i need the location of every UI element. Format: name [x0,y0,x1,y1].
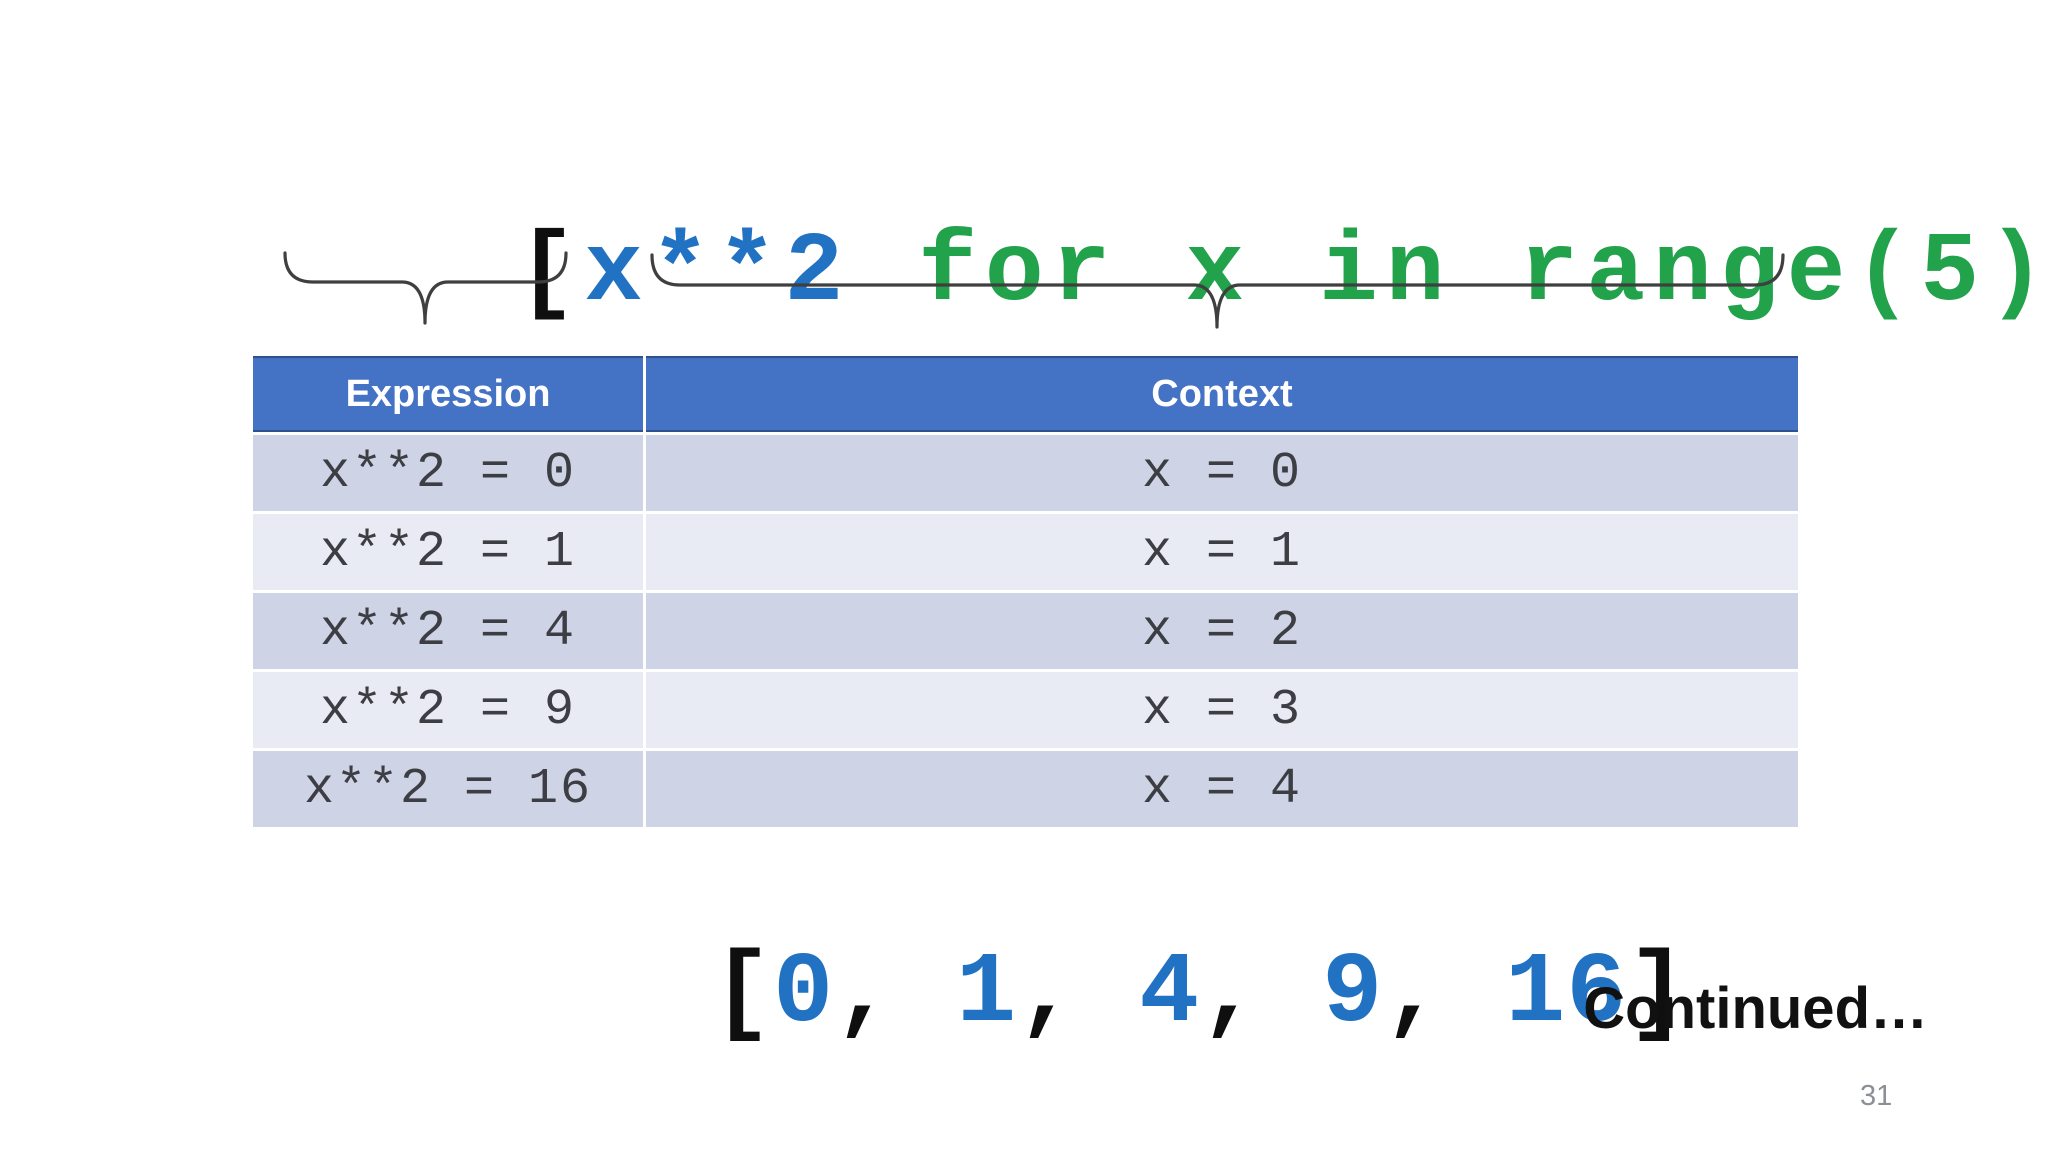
table-header-expression: Expression [253,356,643,432]
result-separator: , [1017,938,1140,1051]
result-value: 16 [1505,938,1628,1051]
table-cell-expression: x**2 = 4 [253,593,643,669]
expression-context-table: Expression Context x**2 = 0 x = 0 x**2 =… [253,356,1798,827]
code-expression: x**2 [584,217,852,329]
table-cell-expression: x**2 = 9 [253,672,643,748]
page-number: 31 [1860,1080,1893,1112]
underbrace-expression-icon [283,251,568,325]
table-cell-context: x = 1 [646,514,1798,590]
result-value: 1 [956,938,1018,1051]
result-close-bracket: ] [1627,938,1689,1051]
table-cell-expression: x**2 = 0 [253,435,643,511]
underbrace-context-icon [650,253,1785,329]
table-cell-context: x = 3 [646,672,1798,748]
table-cell-expression: x**2 = 16 [253,751,643,827]
table-cell-expression: x**2 = 1 [253,514,643,590]
result-value: 4 [1139,938,1201,1051]
result-list: [0, 1, 4, 9, 16] [468,830,1688,1152]
result-separator: , [1383,938,1506,1051]
result-value: 0 [773,938,835,1051]
table-header-context: Context [646,356,1798,432]
list-comprehension-code: [x**2 for x in range(5)] [250,112,2048,435]
result-separator: , [834,938,957,1051]
table-cell-context: x = 2 [646,593,1798,669]
result-separator: , [1200,938,1323,1051]
code-context: for x in range(5) [851,217,2048,329]
code-open-bracket: [ [517,217,585,329]
result-value: 9 [1322,938,1384,1051]
continued-label: Continued… [1583,976,1928,1041]
table-cell-context: x = 0 [646,435,1798,511]
table-cell-context: x = 4 [646,751,1798,827]
result-open-bracket: [ [712,938,774,1051]
